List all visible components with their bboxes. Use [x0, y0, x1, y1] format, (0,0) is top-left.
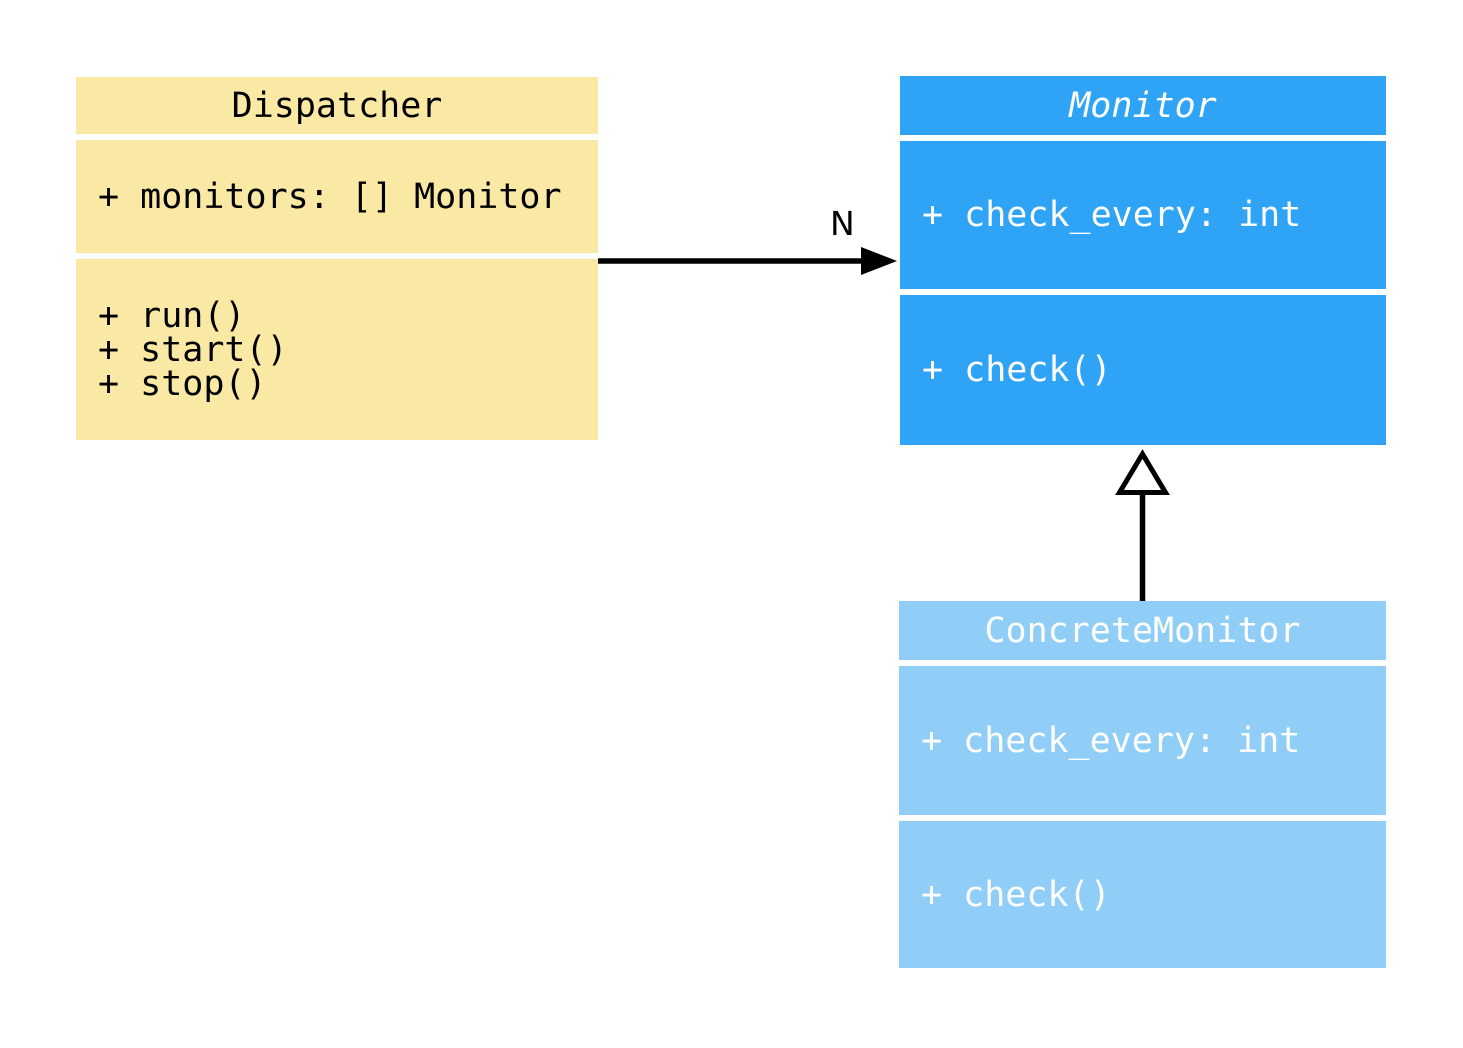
class-title: Monitor	[900, 76, 1386, 135]
class-monitor[interactable]: Monitor + check_every: int + check()	[900, 76, 1386, 445]
association-arrowhead	[861, 247, 897, 275]
methods-section: + check()	[899, 821, 1386, 968]
attribute-item: + check_every: int	[922, 195, 1302, 235]
methods-section: + check()	[900, 295, 1386, 445]
method-item: + check()	[921, 874, 1111, 915]
class-title: ConcreteMonitor	[899, 601, 1386, 660]
attribute-item: + monitors: [] Monitor	[98, 176, 562, 217]
class-title: Dispatcher	[76, 77, 598, 134]
method-item: + stop()	[98, 363, 267, 404]
method-item: + start()	[98, 329, 288, 370]
inheritance-triangle	[1115, 449, 1170, 495]
class-concretemonitor[interactable]: ConcreteMonitor + check_every: int + che…	[899, 601, 1386, 968]
association-multiplicity-label: N	[830, 204, 855, 243]
method-item: + run()	[98, 295, 246, 336]
method-item: + check()	[922, 350, 1112, 390]
class-dispatcher[interactable]: Dispatcher + monitors: [] Monitor + run(…	[76, 77, 598, 440]
attributes-section: + check_every: int	[899, 666, 1386, 815]
attributes-section: + check_every: int	[900, 141, 1386, 289]
methods-section: + run() + start() + stop()	[76, 259, 598, 440]
attributes-section: + monitors: [] Monitor	[76, 140, 598, 253]
attribute-item: + check_every: int	[921, 720, 1301, 761]
